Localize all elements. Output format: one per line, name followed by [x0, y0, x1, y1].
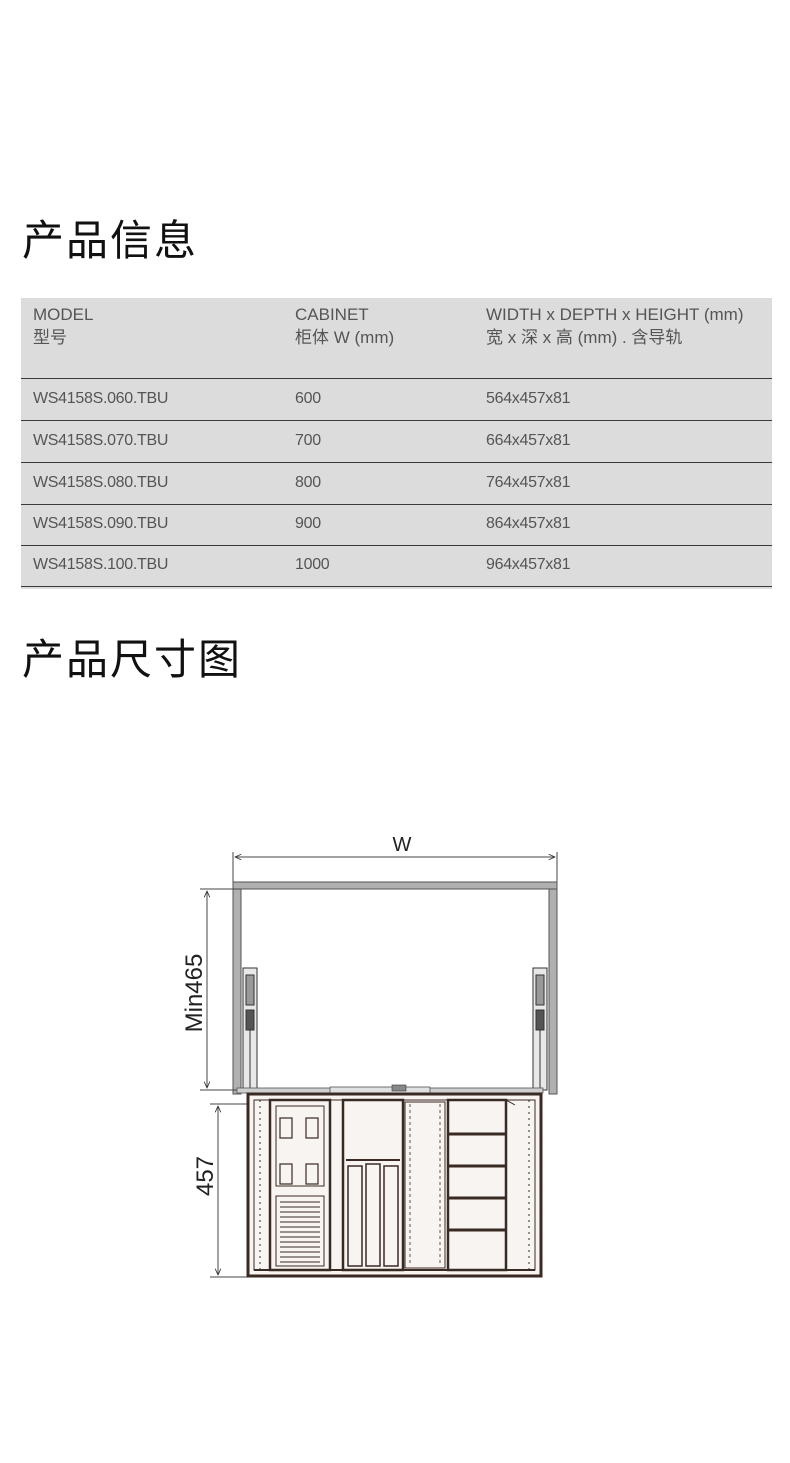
table-row: WS4158S.090.TBU 900 864x457x81	[21, 504, 772, 546]
cabinet-cell: 700	[295, 432, 321, 449]
min-height-label: Min465	[181, 954, 208, 1033]
lift-mechanism-left	[242, 967, 258, 1091]
model-cell: WS4158S.080.TBU	[33, 474, 169, 491]
lift-mechanism-right	[532, 967, 548, 1091]
header-model: MODEL 型号	[33, 305, 94, 347]
size-cell: 664x457x81	[486, 432, 571, 449]
width-label: W	[393, 834, 412, 856]
size-cell: 864x457x81	[486, 515, 571, 532]
cabinet-cell: 900	[295, 515, 321, 532]
spec-table: MODEL 型号 CABINET 柜体 W (mm) WIDTH x DEPTH…	[21, 298, 772, 589]
header-cabinet: CABINET 柜体 W (mm)	[295, 305, 395, 347]
dimension-drawing: W Min465 457	[181, 834, 558, 1278]
basket-handle	[236, 1084, 544, 1094]
table-row: WS4158S.080.TBU 800 764x457x81	[21, 463, 772, 505]
depth-label: 457	[192, 1156, 219, 1196]
table-row: WS4158S.100.TBU 1000 964x457x81	[21, 545, 772, 587]
cabinet-cell: 800	[295, 474, 321, 491]
model-cell: WS4158S.060.TBU	[33, 390, 169, 407]
cabinet-cell: 1000	[295, 556, 330, 573]
size-cell: 564x457x81	[486, 390, 571, 407]
cabinet-cell: 600	[295, 390, 321, 407]
depth-dimension: 457	[192, 1103, 250, 1278]
cabinet-outline	[232, 881, 558, 1095]
model-cell: WS4158S.070.TBU	[33, 432, 169, 449]
size-cell: 964x457x81	[486, 556, 571, 573]
model-cell: WS4158S.090.TBU	[33, 515, 169, 532]
table-row: WS4158S.070.TBU 700 664x457x81	[21, 421, 772, 463]
dimension-drawing-title: 产品尺寸图	[22, 635, 243, 684]
header-dimensions: WIDTH x DEPTH x HEIGHT (mm) 宽 x 深 x 高 (m…	[486, 305, 744, 347]
table-row: WS4158S.060.TBU 600 564x457x81	[21, 379, 772, 421]
min-height-dimension: Min465	[181, 888, 240, 1091]
size-cell: 764x457x81	[486, 474, 571, 491]
width-dimension: W	[232, 834, 558, 888]
model-cell: WS4158S.100.TBU	[33, 556, 169, 573]
organizer-basket	[246, 1092, 543, 1278]
table-header: MODEL 型号 CABINET 柜体 W (mm) WIDTH x DEPTH…	[21, 298, 772, 379]
product-info-title: 产品信息	[22, 216, 199, 265]
